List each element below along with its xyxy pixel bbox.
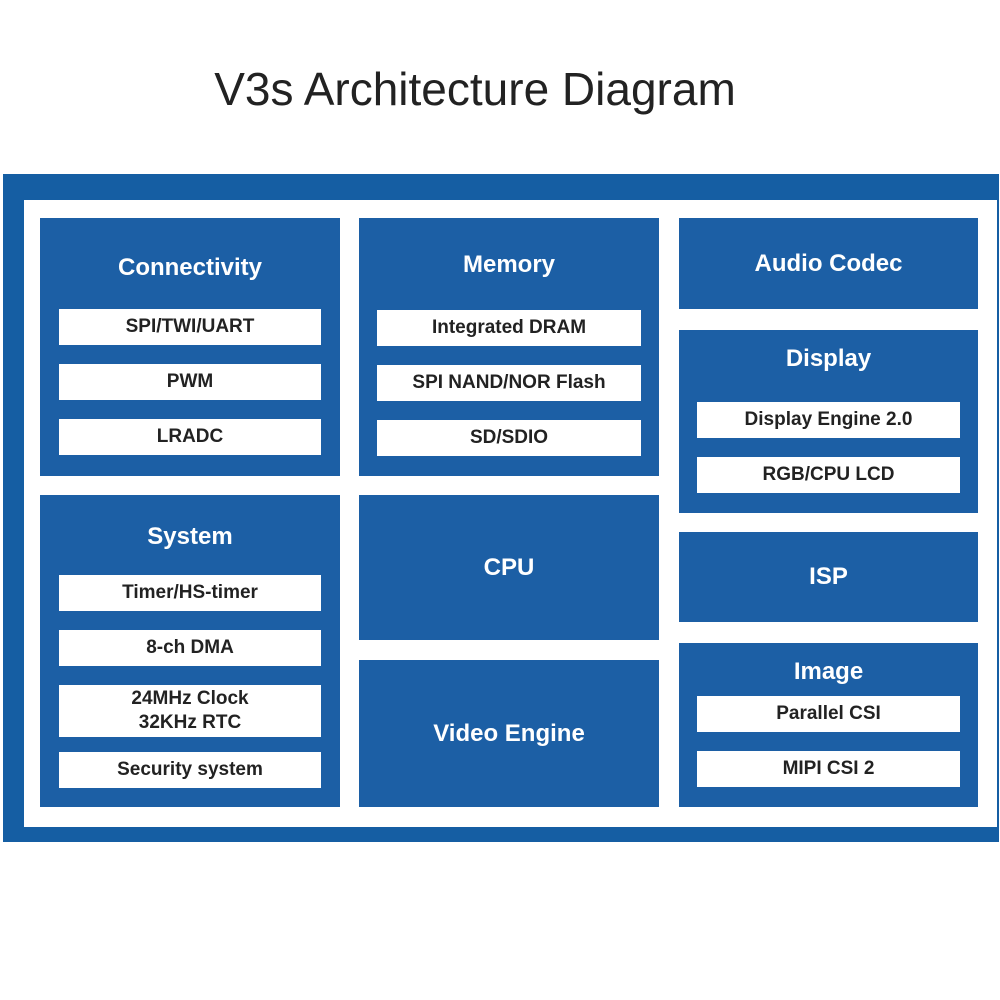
system-block: System Timer/HS-timer 8-ch DMA 24MHz Clo…: [40, 495, 340, 807]
memory-item-spi-nand-nor-flash: SPI NAND/NOR Flash: [377, 365, 641, 401]
isp-block: ISP: [679, 532, 978, 622]
system-item-timer: Timer/HS-timer: [59, 575, 321, 611]
cpu-title: CPU: [483, 553, 535, 581]
image-item-mipi-csi: MIPI CSI 2: [697, 751, 960, 787]
display-title: Display: [785, 345, 872, 372]
connectivity-item-lradc: LRADC: [59, 419, 321, 455]
audio-codec-title: Audio Codec: [754, 249, 903, 277]
memory-item-sd-sdio: SD/SDIO: [377, 420, 641, 456]
connectivity-item-spi-twi-uart: SPI/TWI/UART: [59, 309, 321, 345]
system-item-security: Security system: [59, 752, 321, 788]
video-engine-title: Video Engine: [433, 719, 585, 747]
display-item-display-engine: Display Engine 2.0: [697, 402, 960, 438]
connectivity-title: Connectivity: [117, 254, 263, 281]
cpu-block: CPU: [359, 495, 659, 640]
memory-block: Memory Integrated DRAM SPI NAND/NOR Flas…: [359, 218, 659, 476]
memory-item-integrated-dram: Integrated DRAM: [377, 310, 641, 346]
system-title: System: [147, 523, 233, 550]
display-block: Display Display Engine 2.0 RGB/CPU LCD: [679, 330, 978, 513]
image-item-parallel-csi: Parallel CSI: [697, 696, 960, 732]
isp-title: ISP: [809, 563, 848, 590]
display-item-rgb-cpu-lcd: RGB/CPU LCD: [697, 457, 960, 493]
memory-title: Memory: [462, 251, 556, 278]
system-item-dma: 8-ch DMA: [59, 630, 321, 666]
system-item-clock-rtc: 24MHz Clock 32KHz RTC: [59, 685, 321, 737]
diagram-title: V3s Architecture Diagram: [214, 63, 736, 115]
video-engine-block: Video Engine: [359, 660, 659, 807]
connectivity-item-pwm: PWM: [59, 364, 321, 400]
image-block: Image Parallel CSI MIPI CSI 2: [679, 643, 978, 807]
connectivity-block: Connectivity SPI/TWI/UART PWM LRADC: [40, 218, 340, 476]
audio-codec-block: Audio Codec: [679, 218, 978, 309]
image-title: Image: [793, 658, 864, 685]
